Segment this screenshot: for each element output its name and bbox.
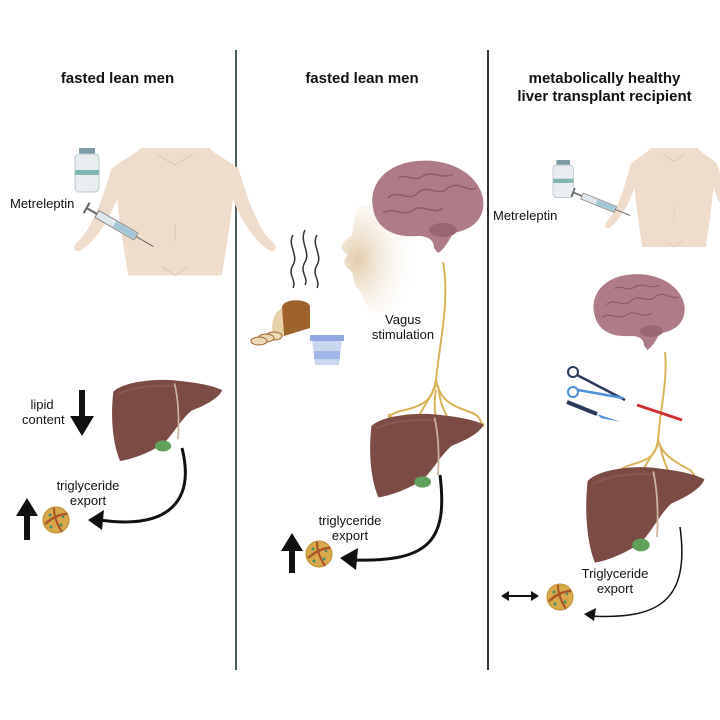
panel-2-export-label: triglyceride export (310, 513, 390, 543)
panel-3-title: metabolically healthy liver transplant r… (489, 70, 720, 106)
export-label-line1: Triglyceride (581, 566, 649, 581)
vagus-label: Vagus stimulation (368, 312, 438, 342)
vagus-label-line1: Vagus (385, 312, 421, 327)
export-label-line2: export (331, 528, 369, 543)
scissors-icon (567, 366, 626, 402)
panel-1-export-label: triglyceride export (48, 478, 128, 508)
lipoprotein-icon (545, 582, 575, 612)
panel-1-drug-label: Metreleptin (10, 196, 75, 211)
export-label-line1: triglyceride (318, 513, 382, 528)
arrow-up-icon (16, 498, 38, 540)
panel-divider-2 (487, 50, 489, 670)
panel-divider-1 (235, 50, 237, 670)
double-arrow-icon (501, 591, 539, 601)
scalpel-icon (566, 400, 621, 422)
aroma-icon (290, 229, 320, 289)
lipid-label-line2: content (22, 412, 65, 427)
panel-1-lipid-label: lipid content (22, 397, 65, 427)
vagus-label-line2: stimulation (371, 327, 435, 342)
panel-3-title-line1: metabolically healthy (528, 70, 681, 87)
export-curve-arrow (88, 447, 187, 530)
panel-1-title: fasted lean men (60, 70, 175, 87)
arrow-down-icon (70, 390, 94, 436)
panel-3-title-line2: liver transplant recipient (517, 88, 692, 105)
export-label-line1: triglyceride (56, 478, 120, 493)
panel-3-export-label: Triglyceride export (575, 566, 655, 596)
yogurt-icon (310, 335, 344, 365)
lipid-label-line1: lipid (30, 397, 54, 412)
export-label-line2: export (69, 493, 107, 508)
export-label-line2: export (596, 581, 634, 596)
bread-icon (250, 300, 310, 346)
arrow-up-icon (281, 533, 303, 573)
panel-2-title: fasted lean men (305, 70, 419, 87)
panel-3-drug-label: Metreleptin (493, 208, 558, 223)
